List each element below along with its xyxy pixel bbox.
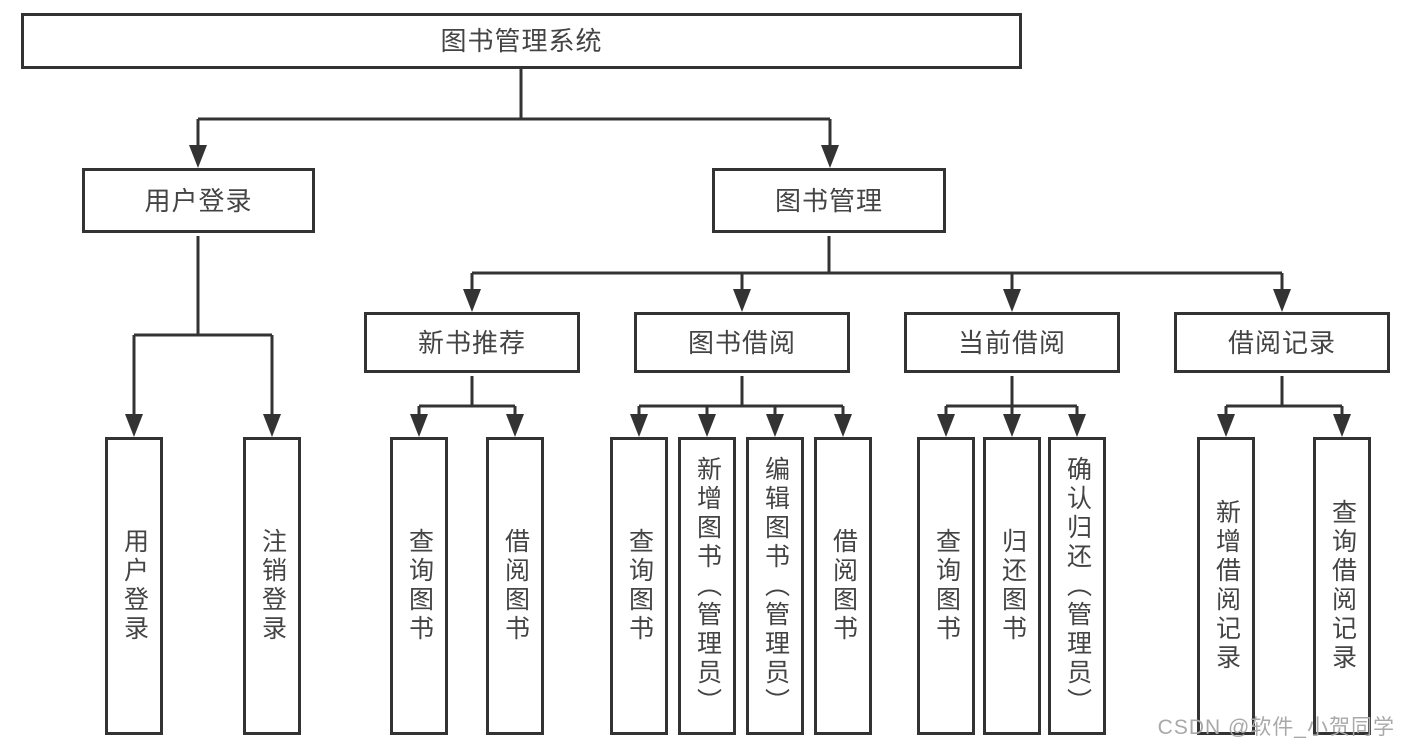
- node-leaf-user-login: 用户登录: [105, 437, 163, 735]
- node-leaf-logout-label: 注销登录: [258, 528, 287, 644]
- arrow-down-icon: [1003, 289, 1021, 312]
- watermark-text: CSDN @软件_小贺同学: [1157, 716, 1395, 739]
- arrow-down-icon: [1333, 414, 1351, 437]
- node-leaf-bb-add-books-admin: 新增图书（管理员）: [678, 437, 736, 735]
- node-leaf-nb-borrow-books-label: 借阅图书: [501, 528, 530, 644]
- node-book-management-group: 图书管理: [712, 168, 946, 233]
- arrow-down-icon: [263, 414, 281, 437]
- node-leaf-cb-query-books: 查询图书: [917, 437, 975, 735]
- node-leaf-nb-query-books: 查询图书: [390, 437, 448, 735]
- node-leaf-cb-confirm-return-admin: 确认归还（管理员）: [1048, 437, 1106, 735]
- arrow-down-icon: [733, 289, 751, 312]
- arrow-down-icon: [766, 414, 784, 437]
- node-root-label: 图书管理系统: [440, 26, 603, 56]
- node-borrow-records: 借阅记录: [1174, 312, 1390, 373]
- node-leaf-nb-borrow-books: 借阅图书: [486, 437, 544, 735]
- node-leaf-cb-return-books: 归还图书: [983, 437, 1041, 735]
- node-leaf-cb-confirm-return-admin-label: 确认归还（管理员）: [1063, 455, 1092, 717]
- node-leaf-logout: 注销登录: [243, 437, 301, 735]
- arrow-down-icon: [1003, 414, 1021, 437]
- node-leaf-cb-query-books-label: 查询图书: [932, 528, 961, 644]
- node-current-borrow: 当前借阅: [904, 312, 1120, 373]
- node-leaf-bb-edit-books-admin-label: 编辑图书（管理员）: [761, 455, 790, 717]
- connector-group: [132, 69, 1344, 419]
- arrow-down-icon: [821, 145, 839, 168]
- node-user-login-group: 用户登录: [82, 168, 315, 233]
- node-user-login-group-label: 用户登录: [144, 185, 253, 216]
- node-root: 图书管理系统: [21, 13, 1022, 69]
- node-leaf-bb-edit-books-admin: 编辑图书（管理员）: [746, 437, 804, 735]
- node-book-management-group-label: 图书管理: [774, 185, 883, 216]
- node-book-borrow-label: 图书借阅: [687, 327, 796, 358]
- arrow-down-icon: [937, 414, 955, 437]
- node-leaf-bb-borrow-books-label: 借阅图书: [829, 528, 858, 644]
- node-book-borrow: 图书借阅: [634, 312, 850, 373]
- node-leaf-br-add-record-label: 新增借阅记录: [1212, 499, 1241, 673]
- arrow-down-icon: [1273, 289, 1291, 312]
- arrow-down-icon: [410, 414, 428, 437]
- arrow-down-icon: [1068, 414, 1086, 437]
- node-leaf-bb-add-books-admin-label: 新增图书（管理员）: [693, 455, 722, 717]
- arrow-down-icon: [1217, 414, 1235, 437]
- arrow-down-icon: [125, 414, 143, 437]
- node-leaf-bb-query-books: 查询图书: [610, 437, 668, 735]
- arrow-down-icon: [834, 414, 852, 437]
- node-leaf-user-login-label: 用户登录: [120, 528, 149, 644]
- node-new-book-recommend-label: 新书推荐: [417, 327, 526, 358]
- arrow-down-icon: [630, 414, 648, 437]
- node-leaf-bb-query-books-label: 查询图书: [625, 528, 654, 644]
- node-leaf-br-query-record: 查询借阅记录: [1313, 437, 1371, 735]
- node-leaf-bb-borrow-books: 借阅图书: [814, 437, 872, 735]
- arrow-down-icon: [189, 145, 207, 168]
- arrow-down-icon: [698, 414, 716, 437]
- node-current-borrow-label: 当前借阅: [957, 327, 1066, 358]
- node-leaf-br-query-record-label: 查询借阅记录: [1328, 499, 1357, 673]
- node-leaf-cb-return-books-label: 归还图书: [998, 528, 1027, 644]
- node-borrow-records-label: 借阅记录: [1227, 327, 1336, 358]
- node-leaf-br-add-record: 新增借阅记录: [1197, 437, 1255, 735]
- arrow-down-icon: [463, 289, 481, 312]
- arrow-down-icon: [506, 414, 524, 437]
- node-leaf-nb-query-books-label: 查询图书: [405, 528, 434, 644]
- arrowheads-group: [125, 145, 1351, 437]
- node-new-book-recommend: 新书推荐: [364, 312, 580, 373]
